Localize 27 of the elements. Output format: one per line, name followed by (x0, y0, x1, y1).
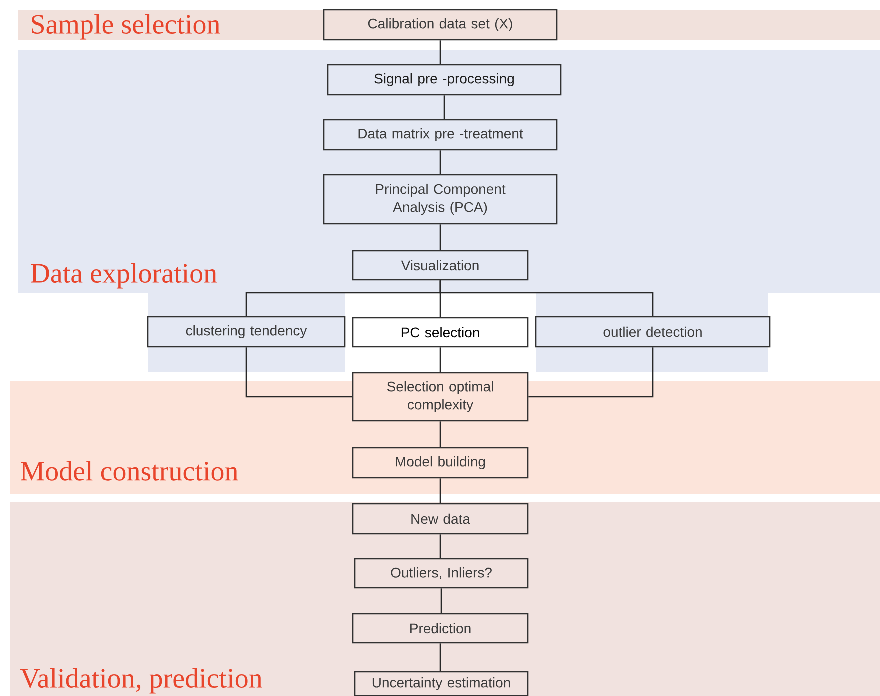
connector-line (440, 534, 442, 558)
process-box: Principal Component Analysis (PCA) (323, 174, 558, 225)
connector-line (440, 422, 442, 448)
connector-line (440, 478, 442, 504)
connector-line (440, 644, 442, 672)
process-box: PC selection (352, 317, 529, 348)
connector-line (440, 150, 442, 174)
process-box: Data matrix pre -treatment (323, 119, 558, 151)
process-box: Outliers, Inliers? (354, 558, 529, 589)
connector-line (444, 96, 446, 120)
process-box: clustering tendency (147, 316, 346, 348)
process-box: Signal pre -processing (327, 64, 562, 96)
connector-line (440, 588, 442, 614)
connector-line (246, 348, 352, 398)
connector-line (440, 280, 654, 316)
connector-line (440, 224, 442, 250)
process-box: Model building (352, 447, 529, 479)
process-box: Visualization (352, 250, 529, 281)
connector-line (440, 348, 442, 372)
connector-line (528, 348, 654, 398)
process-box: Uncertainty estimation (354, 671, 529, 696)
connector-line (440, 40, 442, 64)
process-box: Selection optimal complexity (352, 372, 529, 422)
process-box: New data (352, 503, 529, 535)
process-box: outlier detection (535, 316, 771, 348)
process-box: Prediction (352, 613, 529, 644)
process-box: Calibration data set (X) (323, 9, 558, 41)
